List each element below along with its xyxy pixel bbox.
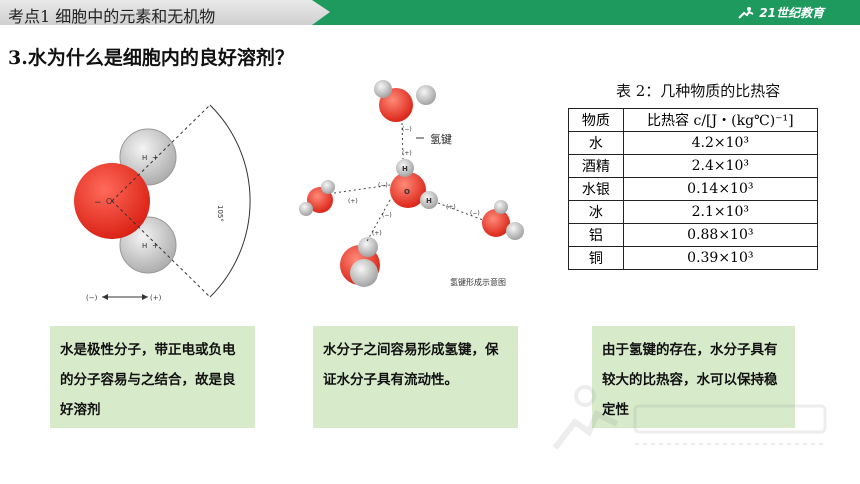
table-caption: 表 2：几种物质的比热容: [616, 82, 781, 100]
hydrogen-bond-figure: H O H (−) (+) 氢键 (+) (−) (−) (+) (+) (−)…: [298, 75, 543, 295]
table-cell: 冰: [568, 200, 624, 224]
runner-icon: [738, 6, 754, 19]
right-minus: (−): [470, 210, 480, 217]
table-header-row: 物质 比热容 c/[J・(kg℃)⁻¹]: [568, 108, 819, 132]
left-plus: (+): [348, 198, 358, 205]
center-o-label: O: [404, 188, 410, 196]
dipole-plus: (+): [150, 294, 162, 302]
table-cell: 铜: [568, 246, 624, 270]
top-bar: 考点1 细胞中的元素和无机物 21世纪教育: [0, 0, 860, 26]
bottom-plus: (+): [372, 230, 382, 237]
top-minus: (−): [402, 126, 412, 133]
section-heading: 3.水为什么是细胞内的良好溶剂？: [8, 47, 294, 69]
hydrogen-charge-bottom: +: [152, 241, 159, 250]
header-substance: 物质: [568, 108, 624, 132]
table-cell: 铝: [568, 223, 624, 247]
bond-angle-label: 105°: [216, 205, 224, 222]
hydrogen-label-top: H: [142, 154, 147, 162]
table-cell: 酒精: [568, 154, 624, 178]
hydrogen-charge-top: +: [152, 153, 159, 162]
note-specific-heat: 由于氢键的存在，水分子具有较大的比热容，水可以保持稳定性: [592, 326, 795, 428]
note-polarity: 水是极性分子，带正电或负电的分子容易与之结合，故是良好溶剂: [50, 326, 255, 428]
table-cell: 水: [568, 131, 624, 155]
brand-logo: 21世纪教育: [737, 4, 824, 21]
table-cell: 0.14×10³: [622, 177, 819, 201]
note-hydrogen-bond: 水分子之间容易形成氢键，保证水分子具有流动性。: [313, 326, 518, 428]
topic-tab: [0, 0, 330, 25]
table-cell: 0.39×10³: [622, 246, 819, 270]
oxygen-label: O: [106, 197, 112, 206]
table-cell: 水银: [568, 177, 624, 201]
figure2-caption: 氢键形成示意图: [450, 277, 506, 287]
logo-text: 21世纪教育: [759, 6, 824, 20]
hydrogen-bond-label: 氢键: [430, 132, 452, 146]
watermark-runner-icon: [552, 385, 827, 450]
table-cell: 4.2×10³: [622, 131, 819, 155]
hydrogen-label-bottom: H: [142, 242, 147, 250]
oxygen-charge: −: [94, 198, 102, 208]
table-cell: 2.1×10³: [622, 200, 819, 224]
table-cell: 2.4×10³: [622, 154, 819, 178]
bottom-minus: (−): [382, 212, 392, 219]
right-plus: (+): [446, 204, 456, 211]
center-h-label: H: [402, 165, 408, 173]
table-cell: 0.88×10³: [622, 223, 819, 247]
header-specific-heat: 比热容 c/[J・(kg℃)⁻¹]: [622, 108, 819, 132]
dipole-minus: (−): [86, 294, 98, 302]
center-h2-label: H: [426, 197, 432, 205]
water-molecule-figure: 105° O − H + H + (−) (+): [74, 104, 251, 302]
left-minus: (−): [378, 182, 388, 189]
topic-title: 考点1 细胞中的元素和无机物: [8, 7, 216, 26]
top-plus: (+): [402, 150, 412, 157]
